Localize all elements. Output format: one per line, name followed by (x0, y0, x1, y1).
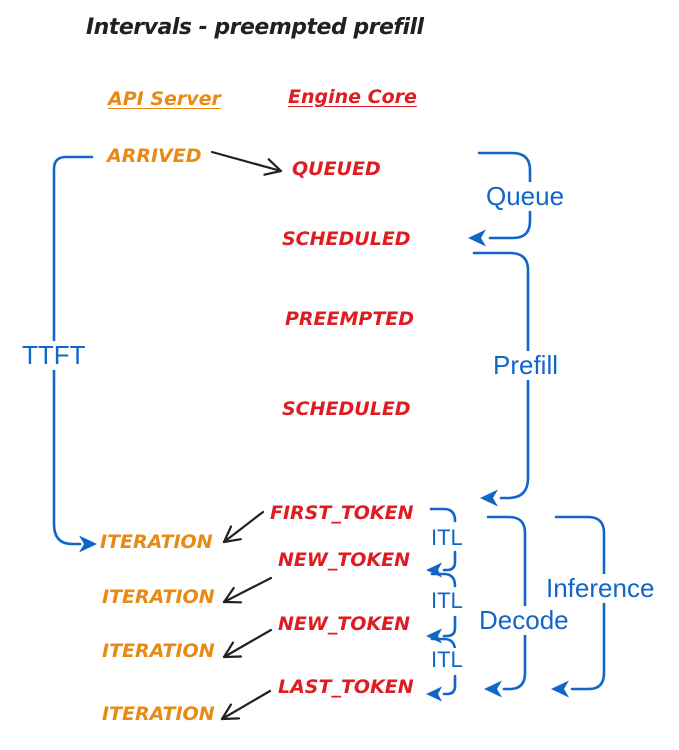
event-iteration-1: ITERATION (100, 531, 213, 553)
queue-arrowhead-icon (468, 229, 486, 247)
itl3-arrowhead-icon (426, 686, 442, 702)
column-header-engine-core: Engine Core (288, 86, 417, 108)
itl1-top-corner (429, 507, 457, 523)
event-queued: QUEUED (292, 158, 381, 180)
page-title: Intervals - preempted prefill (86, 15, 424, 40)
inference-bracket-line (554, 515, 606, 691)
event-arrows (210, 150, 283, 721)
itl2-hook (442, 615, 457, 638)
interval-label-itl-3: ITL (429, 647, 465, 673)
ttft-arrowhead-icon (79, 535, 97, 553)
event-last-token: LAST_TOKEN (278, 676, 414, 698)
event-scheduled-2: SCHEDULED (282, 398, 411, 420)
itl2-top-corner (430, 572, 457, 588)
interval-label-itl-1: ITL (429, 525, 465, 551)
inference-bracket (551, 515, 606, 698)
event-iteration-4: ITERATION (102, 703, 215, 725)
itl1-hook (442, 550, 457, 572)
arrow-firsttoken-to-iteration (222, 510, 265, 544)
event-preempted: PREEMPTED (285, 308, 415, 330)
decode-arrowhead-icon (484, 680, 502, 698)
event-iteration-3: ITERATION (102, 640, 215, 662)
itl-brackets (426, 507, 457, 702)
itl3-hook (442, 674, 457, 696)
decode-bracket (484, 515, 527, 698)
interval-label-prefill: Prefill (491, 350, 561, 380)
event-arrived: ARRIVED (107, 145, 202, 167)
event-new-token-1: NEW_TOKEN (278, 549, 411, 571)
prefill-arrowhead-icon (480, 489, 498, 507)
interval-label-decode: Decode (477, 605, 571, 635)
interval-label-ttft: TTFT (20, 340, 88, 370)
interval-label-itl-2: ITL (429, 588, 465, 614)
interval-label-inference: Inference (544, 573, 657, 603)
event-scheduled-1: SCHEDULED (282, 228, 411, 250)
event-iteration-2: ITERATION (102, 586, 215, 608)
column-header-api-server: API Server (108, 88, 221, 110)
decode-bracket-line (486, 515, 527, 691)
event-first-token: FIRST_TOKEN (270, 502, 414, 524)
arrow-newtoken2-to-iteration (222, 628, 273, 659)
arrow-newtoken1-to-iteration (222, 576, 273, 604)
itl2-arrowhead-icon (426, 628, 442, 644)
arrow-arrived-to-queued (210, 150, 283, 176)
event-new-token-2: NEW_TOKEN (278, 613, 411, 635)
interval-label-queue: Queue (484, 181, 567, 211)
inference-arrowhead-icon (551, 680, 569, 698)
arrow-lasttoken-to-iteration (220, 689, 272, 721)
